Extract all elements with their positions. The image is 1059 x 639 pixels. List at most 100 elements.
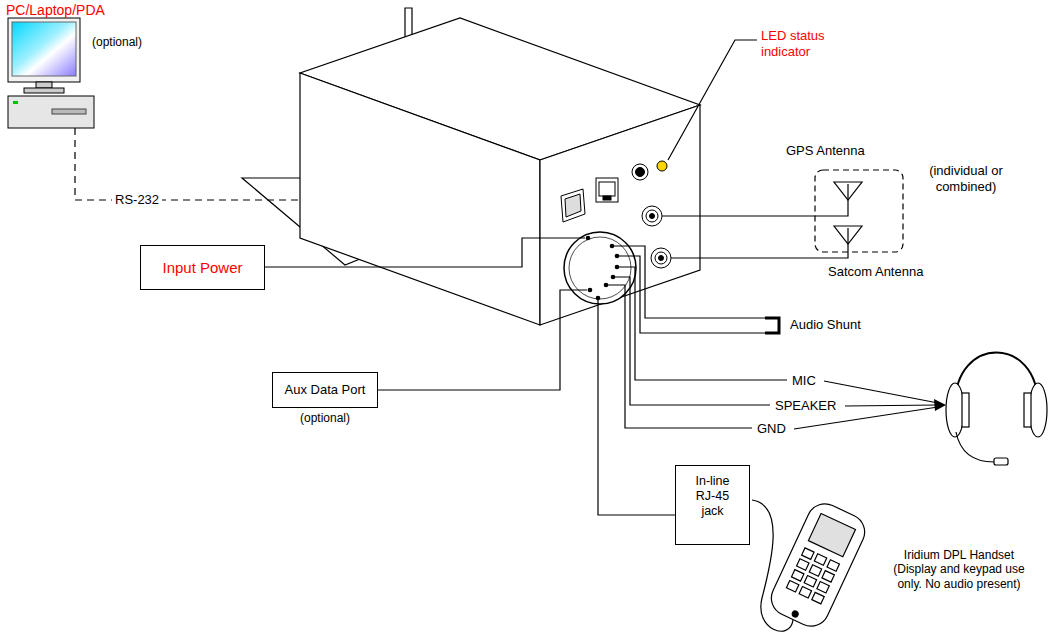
antenna-label: GPS Antenna [786,143,865,159]
wiring [845,405,938,406]
computer-icon [36,82,52,88]
wiring [378,290,587,390]
connector-pins [615,254,620,259]
handset-icon [791,610,799,618]
wiring [265,238,585,267]
handset-icon [812,592,824,603]
connector-pins [586,236,620,301]
handset-icon [822,571,834,582]
handset-icon [799,586,811,597]
front-panel-connectors [655,252,667,264]
handset-icon [802,548,814,559]
signal-name: SPEAKER [775,398,836,414]
headphones-icon [994,458,1008,465]
satcom-unit [540,105,700,325]
antenna-symbols [834,226,862,244]
connector-pins [596,296,601,301]
front-panel-connectors [659,256,664,261]
box-title: Aux Data Port [272,372,378,408]
computer-icon [13,101,18,104]
handset-icon [791,570,803,581]
front-panel-connectors [650,214,655,219]
front-panel-connectors [596,178,618,202]
computer-icon [8,18,80,82]
front-panel-connectors [603,196,611,200]
handset-icon [786,548,839,604]
device-label: PC/Laptop/PDA [6,2,105,19]
front-panel-connectors [642,206,662,226]
headphones-icon [1024,393,1031,427]
wiring [265,40,938,631]
box-title: In-line RJ-45 jack [675,465,750,545]
handset-icon [765,498,870,632]
front-panel-connectors [561,189,585,222]
wiring [824,381,938,403]
wiring [671,228,848,258]
part-label: Audio Shunt [790,317,861,333]
jack-box: In-line RJ-45 jack [675,465,750,545]
computer-icon [12,22,76,76]
satcom-unit [405,8,412,37]
wiring [598,299,675,515]
box-title: Input Power [140,245,265,290]
note-label: (individual or combined) [918,163,1014,194]
antenna-symbols [815,170,903,252]
power-box: Input Power [140,245,265,290]
headphones-icon [946,353,1047,466]
computer-icon [8,18,94,128]
headphones-icon [956,432,994,462]
connector-pins [604,283,609,288]
callout-label: LED status indicator [761,28,843,59]
connector-pins [586,236,591,241]
connector-pins [615,265,620,270]
front-panel-connectors [657,161,667,171]
wiring [617,256,765,333]
handset-icon [786,581,798,592]
antenna-symbols [815,170,903,252]
handset-icon [797,559,809,570]
front-panel-connectors [646,210,658,222]
connector-pins [611,275,616,280]
computer-icon [8,96,94,128]
headphones-icon [962,393,969,427]
audio-shunt-bracket [765,318,779,333]
antenna-symbols [834,182,862,200]
aux-port-box: Aux Data Port (optional) [272,372,378,425]
satcom-unit [242,8,700,325]
wiring [668,40,757,160]
handset-icon [765,498,870,632]
box-note: (optional) [300,411,350,425]
front-panel-connectors [599,182,615,196]
wiring [662,184,848,216]
headphones-icon [946,383,964,437]
arrow-head [934,399,946,411]
satcom-unit [300,73,540,325]
front-panel-connectors [636,168,645,177]
front-panel-connectors [651,248,671,268]
interface-label: RS-232 [112,192,162,208]
handset-icon [827,560,839,571]
headphones-icon [1029,383,1047,437]
front-panel-connectors [632,164,648,180]
connector-pins [610,244,615,249]
handset-icon [814,554,826,565]
note-label: (optional) [92,35,142,49]
handset-icon [809,565,821,576]
handset-label: Iridium DPL Handset (Display and keypad … [893,548,1025,591]
handset-icon [804,576,816,587]
signal-name: GND [757,421,786,437]
antenna-label: Satcom Antenna [828,264,923,280]
front-panel-connectors [565,194,581,217]
computer-icon [52,109,86,114]
connector-pins [588,288,593,293]
wiring [613,277,770,405]
signal-name: MIC [792,373,816,389]
wiring [606,285,752,428]
front-panel-connectors [561,161,671,304]
handset-icon [817,581,829,592]
wiring [617,267,787,380]
handset-icon [808,513,855,556]
computer-icon [24,88,64,93]
